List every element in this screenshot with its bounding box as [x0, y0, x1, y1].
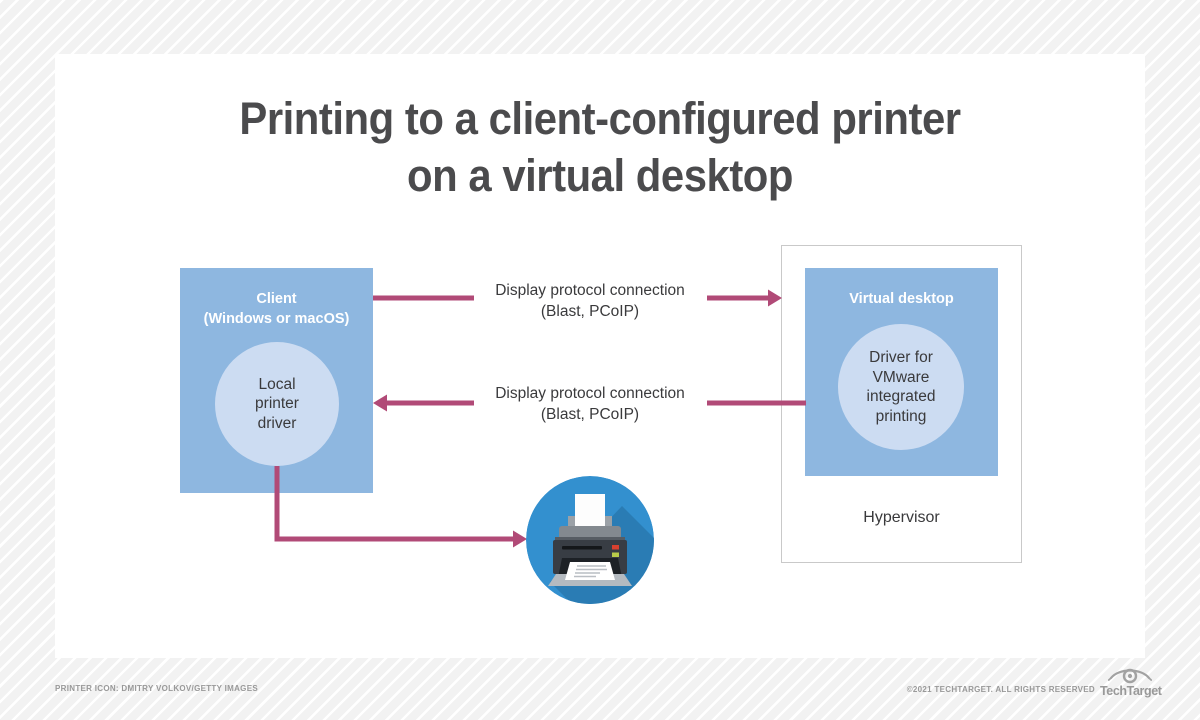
techtarget-logo: TechTarget — [1100, 664, 1162, 698]
printer-icon-wrap — [526, 476, 654, 604]
connection-top-line-2: (Blast, PCoIP) — [540, 303, 640, 320]
printer-paper-top — [575, 494, 605, 532]
page-title-line-2: on a virtual desktop — [406, 150, 794, 201]
printer-paper-tab-left — [568, 516, 577, 534]
techtarget-wordmark: TechTarget — [1100, 684, 1162, 698]
printer-lip — [555, 537, 625, 542]
hypervisor-label: Hypervisor — [863, 509, 940, 526]
client-box-title: Client (Windows or macOS) — [180, 268, 373, 329]
connection-top-line-1: Display protocol connection — [495, 282, 685, 299]
local-printer-driver-circle: Local printer driver — [215, 342, 339, 466]
footer-credit: PRINTER ICON: DMITRY VOLKOV/GETTY IMAGES — [55, 684, 258, 693]
connection-bottom-line-1: Display protocol connection — [495, 385, 685, 402]
printer-light-red — [612, 545, 619, 550]
printer-icon — [526, 476, 654, 604]
vmware-driver-circle: Driver for VMware integrated printing — [838, 324, 964, 450]
vmware-driver-label: Driver for VMware integrated printing — [866, 349, 936, 425]
footer-copyright: ©2021 TECHTARGET. ALL RIGHTS RESERVED — [906, 685, 1095, 694]
virtual-desktop-title: Virtual desktop — [849, 291, 954, 307]
client-title-line-2: (Windows or macOS) — [203, 311, 350, 327]
printer-top-bar — [559, 526, 621, 539]
techtarget-eye-icon — [1108, 668, 1152, 684]
page-title: Printing to a client-configured printer … — [93, 90, 1107, 204]
connection-label-top: Display protocol connection (Blast, PCoI… — [440, 280, 740, 322]
connection-label-bottom: Display protocol connection (Blast, PCoI… — [440, 383, 740, 425]
connection-bottom-line-2: (Blast, PCoIP) — [540, 406, 640, 423]
local-printer-driver-label: Local printer driver — [255, 375, 299, 432]
printer-paper-tab-right — [603, 516, 612, 534]
printer-slot — [562, 546, 602, 550]
printer-light-green — [612, 552, 619, 557]
page-title-line-1: Printing to a client-configured printer — [239, 93, 961, 144]
client-title-line-1: Client — [256, 291, 297, 307]
printer-paper-text-lines — [574, 565, 607, 578]
